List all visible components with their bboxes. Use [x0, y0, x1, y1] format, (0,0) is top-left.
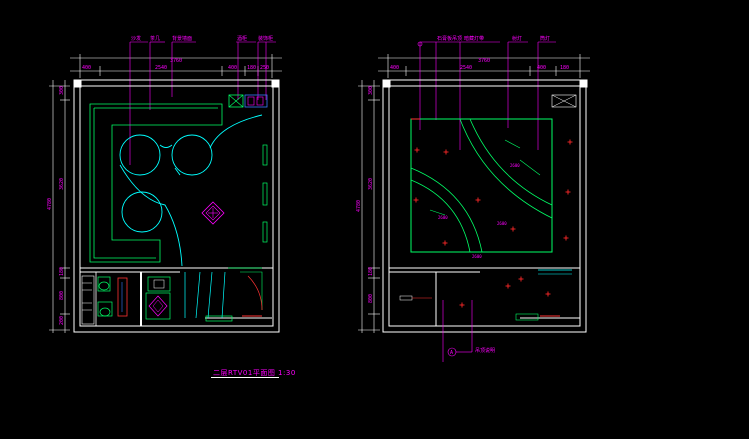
- right-top-total: 3760: [478, 58, 490, 64]
- left-side-dim-4: 800: [59, 291, 65, 300]
- left-side-dim-5: 200: [59, 316, 65, 325]
- right-lower-rooms: [399, 269, 572, 321]
- right-bottom-callout: [442, 300, 473, 362]
- lamp-layer: [413, 139, 573, 308]
- right-ceiling-plan: 400 2540 400 180 3760 石膏板吊顶 暗藏灯带 射灯 筒灯: [356, 35, 590, 362]
- left-round-tables: [119, 114, 263, 267]
- lamp-icon: [518, 276, 524, 282]
- lamp-icon: [442, 240, 448, 246]
- ceiling-height-1: 2600: [510, 163, 520, 168]
- left-tag-wall: 背景墙面: [172, 35, 192, 42]
- right-callout-note: 吊顶说明: [475, 347, 495, 354]
- right-top-dim-4: 180: [560, 65, 569, 71]
- lamp-icon: [505, 283, 511, 289]
- right-side-dim-3: 180: [368, 267, 374, 276]
- lamp-icon: [567, 139, 573, 145]
- left-side-dim-2: 3620: [59, 178, 65, 190]
- right-top-dimension-lines: [378, 54, 590, 78]
- left-entry: [184, 267, 263, 322]
- lamp-icon: [443, 149, 449, 155]
- left-wall-panels: [262, 144, 268, 243]
- right-tag-spotlight: 射灯: [512, 35, 522, 42]
- right-vent: [551, 94, 577, 108]
- left-bathroom: [81, 272, 171, 326]
- left-top-dim-4: 180: [247, 65, 256, 71]
- lamp-icon: [563, 235, 569, 241]
- right-side-total: 4780: [356, 200, 362, 212]
- lamp-icon: [565, 189, 571, 195]
- left-top-total: 3760: [170, 58, 182, 64]
- left-tag-sofa: 沙发: [131, 35, 141, 42]
- left-side-total: 4780: [47, 198, 53, 210]
- ceiling-height-4: 2600: [472, 254, 482, 259]
- right-walls: [382, 79, 588, 333]
- ceiling-height-3: 2600: [497, 221, 507, 226]
- right-tag-downlight: 筒灯: [540, 35, 550, 42]
- right-callout-a: A: [450, 350, 453, 356]
- lamp-icon: [510, 226, 516, 232]
- lamp-icon: [459, 302, 465, 308]
- right-tag-gypsum: 石膏板吊顶: [437, 35, 462, 42]
- right-side-dim-2: 3620: [368, 178, 374, 190]
- lamp-icon: [413, 197, 419, 203]
- left-sofa: [89, 103, 223, 263]
- left-walls: [73, 79, 280, 333]
- right-top-dim-3: 400: [537, 65, 546, 71]
- left-callout-leaders: [129, 41, 276, 165]
- right-side-dimension-lines: [358, 80, 380, 333]
- left-top-dimension-lines: [70, 54, 282, 78]
- ceiling-height-2: 2600: [438, 215, 448, 220]
- left-top-dim-3: 400: [228, 65, 237, 71]
- left-floor-plan: 400 2540 400 180 250 3760 沙发 茶几 背景墙面 酒柜 …: [47, 35, 282, 333]
- left-tag-table: 茶几: [150, 35, 160, 42]
- left-side-dim-1: 300: [59, 86, 65, 95]
- right-top-dim-2: 2540: [460, 65, 472, 71]
- caption-underline: [211, 377, 279, 378]
- left-floor-ornament: [201, 201, 225, 225]
- left-top-dim-5: 250: [260, 65, 269, 71]
- left-side-dim-3: 180: [59, 267, 65, 276]
- left-tag-decor: 装饰柜: [258, 35, 273, 42]
- left-tag-cabinet: 酒柜: [237, 35, 247, 42]
- lamp-icon: [414, 147, 420, 153]
- lamp-icon: [545, 291, 551, 297]
- right-ceiling-panel: [410, 118, 553, 253]
- left-top-dim-1: 400: [82, 65, 91, 71]
- drawing-caption: 二层RTV01平面图 1:30: [213, 369, 296, 377]
- right-top-dim-1: 400: [390, 65, 399, 71]
- left-top-dim-2: 2540: [155, 65, 167, 71]
- right-side-dim-1: 300: [368, 86, 374, 95]
- right-side-dim-4: 800: [368, 294, 374, 303]
- left-side-dimension-lines: [49, 80, 70, 333]
- lamp-icon: [475, 197, 481, 203]
- left-cabinets: [228, 94, 268, 108]
- right-tag-lightstrip: 暗藏灯带: [464, 35, 484, 42]
